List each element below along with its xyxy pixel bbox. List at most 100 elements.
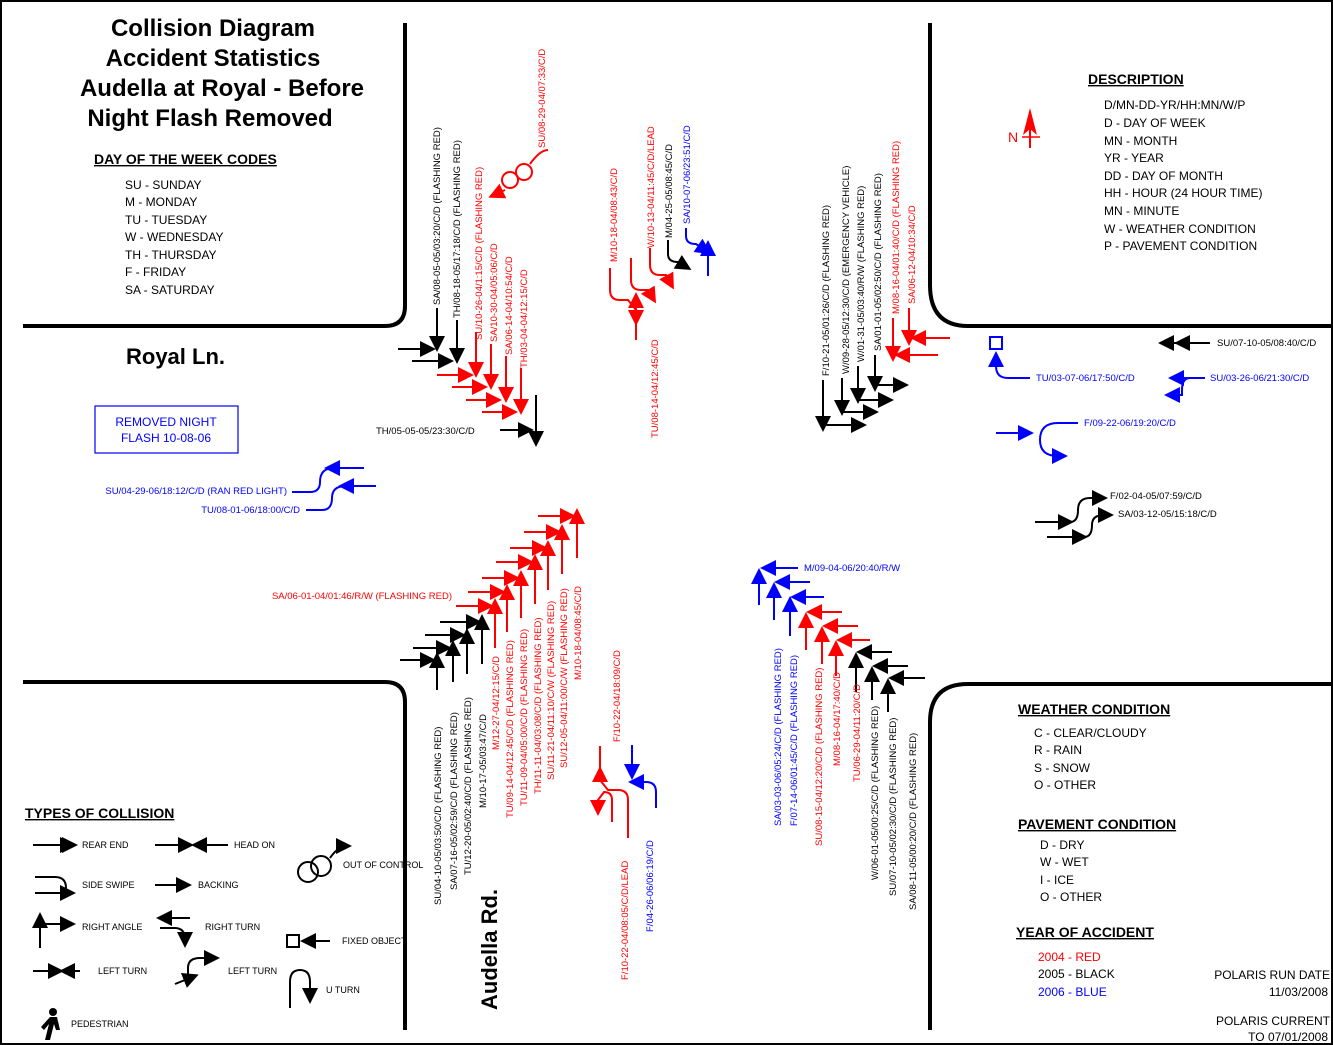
svg-text:N: N (1008, 129, 1018, 145)
svg-text:2006 - BLUE: 2006 - BLUE (1038, 985, 1107, 999)
svg-text:P - PAVEMENT CONDITION: P - PAVEMENT CONDITION (1104, 239, 1257, 253)
record-label: SU/04-10-05/03:50/C/D (FLASHING RED) (433, 727, 444, 905)
svg-text:2004 - RED: 2004 - RED (1038, 950, 1101, 964)
ne-collision-arrows (815, 308, 950, 433)
record-label: F/09-22-06/19:20/C/D (1084, 418, 1176, 429)
svg-text:REMOVED NIGHT: REMOVED NIGHT (115, 415, 217, 429)
svg-text:Night Flash Removed: Night Flash Removed (87, 105, 332, 132)
record-label: M/09-04-06/20:40/R/W (804, 563, 900, 574)
svg-text:BACKING: BACKING (198, 880, 239, 890)
records-e-side: SU/07-10-05/08:40/C/D TU/03-07-06/17:50/… (1036, 338, 1316, 520)
record-label: SA/07-16-05/02:59/C/D (FLASHING RED) (449, 712, 460, 890)
sw-collision-arrows (400, 508, 585, 690)
records-nw-top: SA/08-05-05/03:20/C/D (FLASHING RED) TH/… (376, 49, 548, 437)
svg-text:HH - HOUR (24 HOUR TIME): HH - HOUR (24 HOUR TIME) (1104, 186, 1262, 200)
svg-text:RIGHT TURN: RIGHT TURN (205, 922, 260, 932)
record-label: SU/07-10-05/02:30/C/D (FLASHING RED) (888, 718, 899, 896)
svg-text:S - SNOW: S - SNOW (1034, 761, 1091, 775)
record-label: M/08-16-04/01:40/C/D (FLASHING RED) (891, 141, 902, 314)
record-label: TU/09-14-04/12:45/C/D (FLASHING RED) (505, 640, 516, 818)
s-collision-arrows (590, 745, 657, 838)
svg-text:DESCRIPTION: DESCRIPTION (1088, 71, 1184, 87)
collision-types-legend: TYPES OF COLLISION REAR END HEAD ON OUT … (25, 805, 423, 1040)
diagram-title: Collision Diagram Accident Statistics Au… (80, 15, 364, 132)
svg-text:R - RAIN: R - RAIN (1034, 743, 1082, 757)
svg-text:OUT OF CONTROL: OUT OF CONTROL (343, 860, 423, 870)
svg-text:LEFT TURN: LEFT TURN (98, 966, 147, 976)
svg-text:TU - TUESDAY: TU - TUESDAY (125, 213, 207, 227)
svg-text:2005 - BLACK: 2005 - BLACK (1038, 967, 1115, 981)
record-label: F/04-26-06/06:19/C/D (645, 840, 656, 932)
w-collision-arrows (292, 460, 376, 511)
record-label: SU/08-15-04/12:20/C/D (FLASHING RED) (814, 668, 825, 846)
record-label: SA/06-01-04/01:46/R/W (FLASHING RED) (272, 591, 452, 602)
street-name-royal: Royal Ln. (126, 344, 225, 369)
pavement-legend: PAVEMENT CONDITION D - DRY W - WET I - I… (1018, 816, 1176, 904)
record-label: TU/08-14-04/12:45/C/D (650, 339, 661, 438)
record-label: SA/08-05-05/03:20/C/D (FLASHING RED) (432, 127, 443, 305)
record-label: F/07-14-06/01:45/C/D (FLASHING RED) (789, 655, 800, 826)
record-label: TH/05-05-05/23:30/C/D (376, 426, 475, 437)
record-label: SA/06-14-04/10:54/C/D (504, 256, 515, 355)
fixed-object-icon (286, 933, 330, 949)
day-codes-legend: DAY OF THE WEEK CODES SU - SUNDAY M - MO… (94, 151, 277, 297)
svg-text:O - OTHER: O - OTHER (1034, 778, 1096, 792)
record-label: M/10-18-04/08:45/C/D (573, 586, 584, 680)
record-label: SA/01-01-05/02:50/C/D (FLASHING RED) (873, 173, 884, 351)
record-label: SU/03-26-06/21:30/C/D (1210, 373, 1309, 384)
record-label: M/10-18-04/08:43/C/D (609, 168, 620, 262)
record-label: SA/06-12-04/10:34/C/D (907, 205, 918, 304)
record-label: TU/08-01-06/18:00/C/D (201, 505, 300, 516)
left-turn-alt-icon (174, 950, 220, 988)
record-label: SU/08-29-04/07:33/C/D (537, 49, 548, 148)
records-w-side: SU/04-29-06/18:12/C/D (RAN RED LIGHT) TU… (105, 486, 300, 516)
record-label: F/02-04-05/07:59/C/D (1110, 491, 1202, 502)
record-label: SA/08-11-05/00:20/C/D (FLASHING RED) (908, 733, 919, 910)
record-label: TU/11-09-04/05:00/C/D (FLASHING RED) (519, 629, 530, 806)
svg-text:W - WEATHER CONDITION: W - WEATHER CONDITION (1104, 222, 1256, 236)
road-edges (23, 23, 1333, 1030)
north-arrow-icon: N (1008, 108, 1040, 148)
street-name-audella: Audella Rd. (477, 889, 502, 1010)
right-angle-icon (32, 912, 76, 948)
svg-text:PEDESTRIAN: PEDESTRIAN (71, 1019, 129, 1029)
svg-text:DAY OF THE WEEK CODES: DAY OF THE WEEK CODES (94, 151, 277, 167)
svg-text:MN - MONTH: MN - MONTH (1104, 134, 1177, 148)
records-se: M/09-04-06/20:40/R/W SA/03-03-06/05:24/C… (773, 563, 919, 910)
svg-text:TH - THURSDAY: TH - THURSDAY (125, 248, 217, 262)
n-collision-arrows (609, 228, 716, 340)
record-label: TU/06-29-04/11:20/C/D (852, 684, 863, 782)
record-label: F/10-22-04/08:05/C/D/LEAD (620, 861, 631, 980)
svg-text:Collision Diagram: Collision Diagram (111, 15, 315, 42)
record-label: M/04-25-05/08:45/C/D (664, 144, 675, 238)
svg-text:DD - DAY OF MONTH: DD - DAY OF MONTH (1104, 169, 1223, 183)
svg-text:FIXED OBJECT: FIXED OBJECT (342, 936, 407, 946)
svg-text:SA - SATURDAY: SA - SATURDAY (125, 283, 215, 297)
record-label: W/06-01-05/00:25/C/D (FLASHING RED) (870, 706, 881, 880)
records-ne-top: F/10-21-05/01:26/C/D (FLASHING RED) W/09… (821, 141, 918, 376)
svg-text:C - CLEAR/CLOUDY: C - CLEAR/CLOUDY (1034, 726, 1147, 740)
record-label: SU/10-26-04/1:15/C/D (FLASHING RED) (474, 167, 485, 340)
svg-text:MN - MINUTE: MN - MINUTE (1104, 204, 1179, 218)
record-label: M/08-16-04/17:40/C/D (832, 672, 843, 766)
svg-text:TO 07/01/2008: TO 07/01/2008 (1248, 1030, 1328, 1044)
svg-text:I - ICE: I - ICE (1040, 873, 1074, 887)
out-of-control-icon (297, 838, 352, 883)
svg-text:Accident Statistics: Accident Statistics (106, 45, 321, 72)
svg-text:POLARIS CURRENT: POLARIS CURRENT (1216, 1014, 1331, 1028)
record-label: SA/10-07-06/23:51/C/D (682, 125, 693, 224)
svg-text:LEFT TURN: LEFT TURN (228, 966, 277, 976)
se-collision-arrows (751, 560, 925, 712)
right-turn-icon (156, 910, 193, 948)
record-label: SU/11-21-04/11:10/C/W (FLASHING RED) (546, 601, 557, 780)
removed-night-flash-note: REMOVED NIGHT FLASH 10-08-06 (94, 405, 239, 454)
svg-text:REAR END: REAR END (82, 840, 129, 850)
record-label: W/09-28-05/12:30/C/D (EMERGENCY VEHICLE) (841, 166, 852, 374)
record-label: TU/12-20-05/02:40/C/D (FLASHING RED) (463, 697, 474, 875)
side-swipe-icon (35, 876, 76, 901)
record-label: TH/08-18-05/17:18/C/D (FLASHING RED) (452, 140, 463, 318)
year-legend: YEAR OF ACCIDENT 2004 - RED 2005 - BLACK… (1016, 924, 1154, 999)
record-label: M/12-27-04/12:15/C/D (491, 656, 502, 750)
